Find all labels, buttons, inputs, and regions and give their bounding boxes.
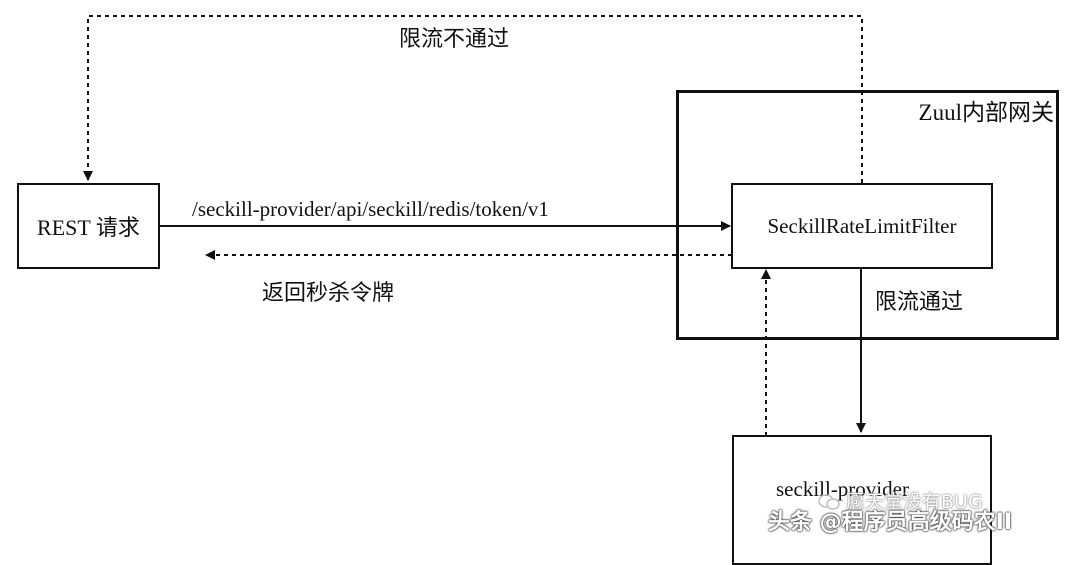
wechat-icon bbox=[818, 494, 840, 510]
seckill-provider-label: seckill-provider bbox=[776, 477, 909, 501]
rate-limit-filter-label: SeckillRateLimitFilter bbox=[767, 213, 957, 238]
gateway-title: Zuul内部网关 bbox=[918, 100, 1054, 125]
return-token-label: 返回秒杀令牌 bbox=[262, 281, 395, 306]
gateway-container bbox=[676, 90, 1059, 340]
not-pass-label: 限流不通过 bbox=[399, 27, 510, 52]
not-pass-arrow bbox=[83, 15, 863, 183]
watermark-account: 愿天堂没有BUG bbox=[846, 491, 983, 513]
pass-label: 限流通过 bbox=[875, 290, 964, 315]
rate-limit-filter-node: SeckillRateLimitFilter bbox=[731, 183, 993, 269]
rest-request-label: REST 请求 bbox=[37, 215, 140, 240]
request-path-label: /seckill-provider/api/seckill/redis/toke… bbox=[192, 197, 549, 221]
watermark-logo bbox=[818, 494, 840, 510]
seckill-provider-node: seckill-provider bbox=[732, 435, 992, 565]
watermark-source: 头条 @程序员高级码农II bbox=[768, 510, 1013, 535]
rest-request-node: REST 请求 bbox=[17, 183, 160, 269]
